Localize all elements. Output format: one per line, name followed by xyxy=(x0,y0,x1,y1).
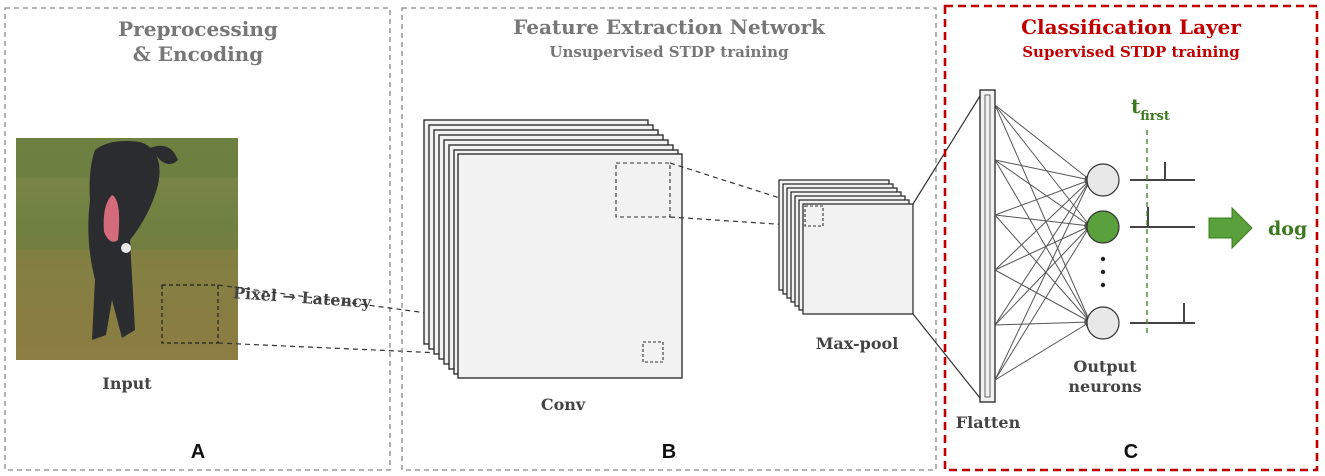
panel-c-letter: C xyxy=(1124,441,1138,463)
t-first-label: tfirst xyxy=(1131,94,1170,124)
panel-c-frame xyxy=(943,4,1319,472)
maxpool-patch xyxy=(804,205,824,227)
maxpool-label: Max-pool xyxy=(816,334,899,353)
flatten-layer-inner xyxy=(984,94,991,398)
t-symbol: t xyxy=(1131,94,1141,118)
output-arrow xyxy=(1208,206,1253,250)
pool-to-flatten-bottom xyxy=(912,313,981,399)
output-neurons-label-line2: neurons xyxy=(1068,377,1141,396)
flatten-label: Flatten xyxy=(956,413,1021,432)
t-subscript: first xyxy=(1140,109,1170,124)
output-neurons-label-line1: Output xyxy=(1073,357,1137,376)
panel-c-title: Classification Layer xyxy=(1021,15,1241,39)
conv-input-patch xyxy=(642,341,664,363)
conv-label: Conv xyxy=(541,395,586,414)
pool-to-flatten-top xyxy=(912,95,981,205)
flatten-layer xyxy=(979,89,996,403)
panel-a-letter: A xyxy=(191,441,205,463)
input-label: Input xyxy=(102,374,152,393)
maxpool-feature-maps xyxy=(778,179,914,315)
conv-pool-window xyxy=(615,162,671,218)
panel-b-subtitle: Unsupervised STDP training xyxy=(549,43,789,61)
panel-a-frame xyxy=(4,7,391,471)
panel-b-frame xyxy=(401,7,937,471)
panel-c-subtitle: Supervised STDP training xyxy=(1022,43,1240,61)
fc-connections xyxy=(994,104,1091,381)
panel-b-title: Feature Extraction Network xyxy=(513,15,826,39)
class-output-label: dog xyxy=(1268,218,1307,240)
encoding-label: Pixel → Latency xyxy=(233,283,373,312)
output-neuron-3 xyxy=(1086,306,1120,340)
panel-a-title-line1: Preprocessing xyxy=(118,17,278,41)
conv-feature-maps xyxy=(423,119,683,379)
output-neuron-1 xyxy=(1086,163,1120,197)
spike-trains xyxy=(1130,162,1195,324)
panel-b-letter: B xyxy=(662,441,676,463)
output-neuron-2-active xyxy=(1086,210,1120,244)
ellipsis-dots xyxy=(1100,256,1106,288)
input-image xyxy=(16,138,238,360)
input-receptive-window xyxy=(161,284,219,344)
panel-a-title-line2: & Encoding xyxy=(133,42,263,66)
